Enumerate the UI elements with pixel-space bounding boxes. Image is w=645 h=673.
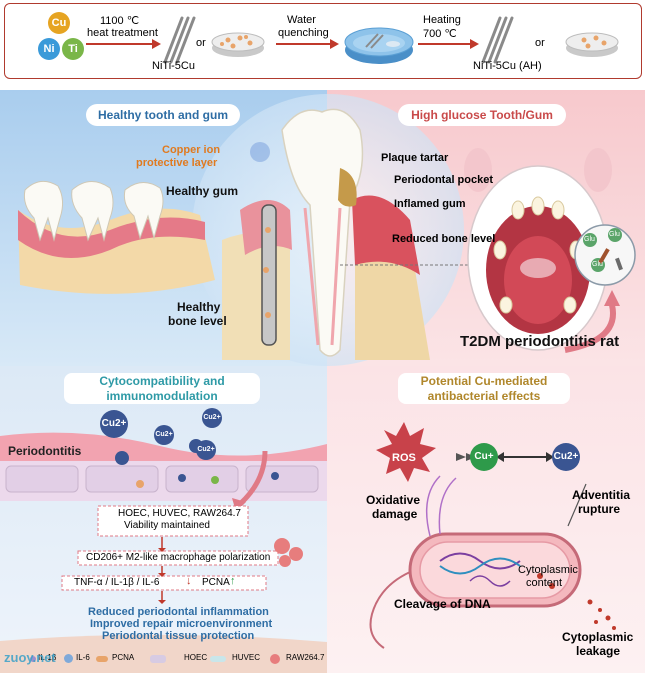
or-label-1: or [196, 37, 206, 49]
disc-icon [565, 32, 619, 57]
ni-element-icon: Ni [38, 38, 60, 60]
cytoplasmic-content-2: content [526, 577, 563, 589]
middle-graphics [18, 94, 636, 366]
ros-burst-icon [376, 422, 436, 482]
process-strip [4, 3, 642, 79]
bone-level-label-2: bone level [168, 314, 227, 328]
bottom-graphics [0, 422, 616, 673]
copper-layer-label-1: Copper ion [162, 144, 221, 156]
legend-raw: RAW264.7 [286, 653, 325, 662]
healthy-gum-label: Healthy gum [166, 184, 239, 198]
water-dish-icon [344, 27, 414, 64]
ros-label: ROS [392, 452, 416, 464]
process-graphics [86, 16, 619, 64]
glu-label-3: Glu [592, 261, 603, 268]
m2-label: CD206+ M2-like macrophage polarization [86, 552, 271, 563]
cyto-panel-title-2: immunomodulation [64, 388, 260, 404]
glu-label-1: Glu [584, 236, 595, 243]
cu2-ion-small-2: Cu2+ [202, 408, 222, 428]
oxidative-label-2: damage [372, 507, 418, 521]
huvec-icon [210, 656, 226, 662]
sample1-label: NiTi-5Cu [152, 60, 195, 72]
healthy-panel-title: Healthy tooth and gum [86, 104, 240, 126]
leakage-label-2: leakage [576, 644, 621, 658]
rat-label: T2DM periodontitis rat [460, 333, 620, 350]
plaque-tartar-label: Plaque tartar [381, 152, 449, 164]
legend-pcna: PCNA [112, 653, 135, 662]
bacterium-icon [408, 532, 582, 608]
step3-line2: 700 ℃ [423, 28, 457, 40]
wire-icon [163, 16, 196, 64]
raw-icon [270, 654, 280, 664]
bone-level-label-1: Healthy [177, 300, 221, 314]
periodontitis-label: Periodontitis [8, 444, 82, 458]
watermark: zuoy.net [4, 650, 56, 665]
il6-icon [64, 654, 73, 663]
implant-icon [261, 204, 277, 346]
step3-line1: Heating [423, 14, 461, 26]
cu2-ion-large: Cu2+ [100, 410, 128, 438]
antibac-panel-title-1: Potential Cu-mediated [398, 373, 570, 389]
legend-huvec: HUVEC [232, 653, 261, 662]
copper-layer-label-2: protective layer [136, 157, 218, 169]
hoec-icon [150, 655, 166, 663]
leakage-label-1: Cytoplasmic [562, 630, 634, 644]
dna-cleavage-label: Cleavage of DNA [394, 597, 491, 611]
glucose-panel-title: High glucose Tooth/Gum [398, 104, 566, 126]
inflamed-gum-label: Inflamed gum [394, 198, 466, 210]
cu2-ion-small-3: Cu2+ [196, 440, 216, 460]
legend-hoec: HOEC [184, 653, 208, 662]
step1-label: heat treatment [87, 27, 158, 39]
up-arrow-icon: ↑ [230, 575, 236, 587]
antibac-panel-title-2: antibacterial effects [398, 388, 570, 404]
antibac-panel-bg [327, 366, 645, 673]
oxidative-label-1: Oxidative [366, 493, 421, 507]
adventitia-label-1: Adventitia [572, 488, 631, 502]
cu-plus-ion: Cu+ [470, 443, 498, 471]
markers-up-label: PCNA [202, 577, 230, 588]
cyto-panel-title-1: Cytocompatibility and [64, 373, 260, 389]
sample2-label: NiTi-5Cu (AH) [473, 60, 542, 72]
glu-label-2: Glu [609, 231, 620, 238]
outcome-3: Periodontal tissue protection [102, 630, 255, 642]
or-label-2: or [535, 37, 545, 49]
step2-line1: Water [287, 14, 316, 26]
reduced-bone-label: Reduced bone level [392, 233, 496, 245]
down-arrow-icon: ↓ [186, 575, 192, 587]
il1b-icon [30, 656, 36, 662]
legend-il6: IL-6 [76, 653, 90, 662]
cells-label: HOEC, HUVEC, RAW264.7 [118, 508, 241, 519]
markers-down-label: TNF-α / IL-1β / IL-6 [74, 577, 160, 588]
outcome-1: Reduced periodontal inflammation [88, 606, 269, 618]
cu2-plus-ion: Cu2+ [552, 443, 580, 471]
disc-icon [211, 32, 265, 57]
wire-icon [481, 16, 514, 64]
viability-label: Viability maintained [124, 520, 210, 531]
cu-element-icon: Cu [48, 12, 70, 34]
pcna-icon [96, 656, 108, 662]
cytoplasmic-content-1: Cytoplasmic [518, 564, 578, 576]
step1-temp: 1100 ℃ [100, 15, 140, 27]
cu2-ion-small-1: Cu2+ [154, 425, 174, 445]
rat-icon [464, 148, 612, 351]
legend-il1b: IL-1β [38, 653, 57, 662]
step2-line2: quenching [278, 27, 329, 39]
periodontal-pocket-label: Periodontal pocket [394, 174, 494, 186]
ti-element-icon: Ti [62, 38, 84, 60]
adventitia-label-2: rupture [578, 502, 620, 516]
outcome-2: Improved repair microenvironment [90, 618, 273, 630]
